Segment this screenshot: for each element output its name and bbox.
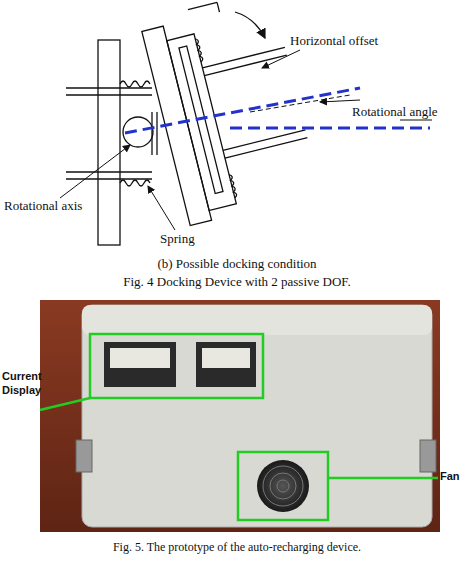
figure-caption: Fig. 4 Docking Device with 2 passive DOF… <box>0 274 474 290</box>
highlight-box <box>40 334 438 520</box>
figure-caption: Fig. 5. The prototype of the auto-rechar… <box>0 540 474 555</box>
part-label: Horizontal offset <box>290 33 378 49</box>
callout-label: Current Display <box>2 370 42 398</box>
docking-device <box>66 40 157 245</box>
part-label: Rotational angle <box>352 104 438 120</box>
photo <box>40 300 440 532</box>
callout-label: Fan <box>440 470 460 482</box>
part-label: Spring <box>160 231 195 247</box>
part-label: Rotational axis <box>4 198 82 214</box>
figure-caption: (b) Possible docking condition <box>0 256 474 272</box>
